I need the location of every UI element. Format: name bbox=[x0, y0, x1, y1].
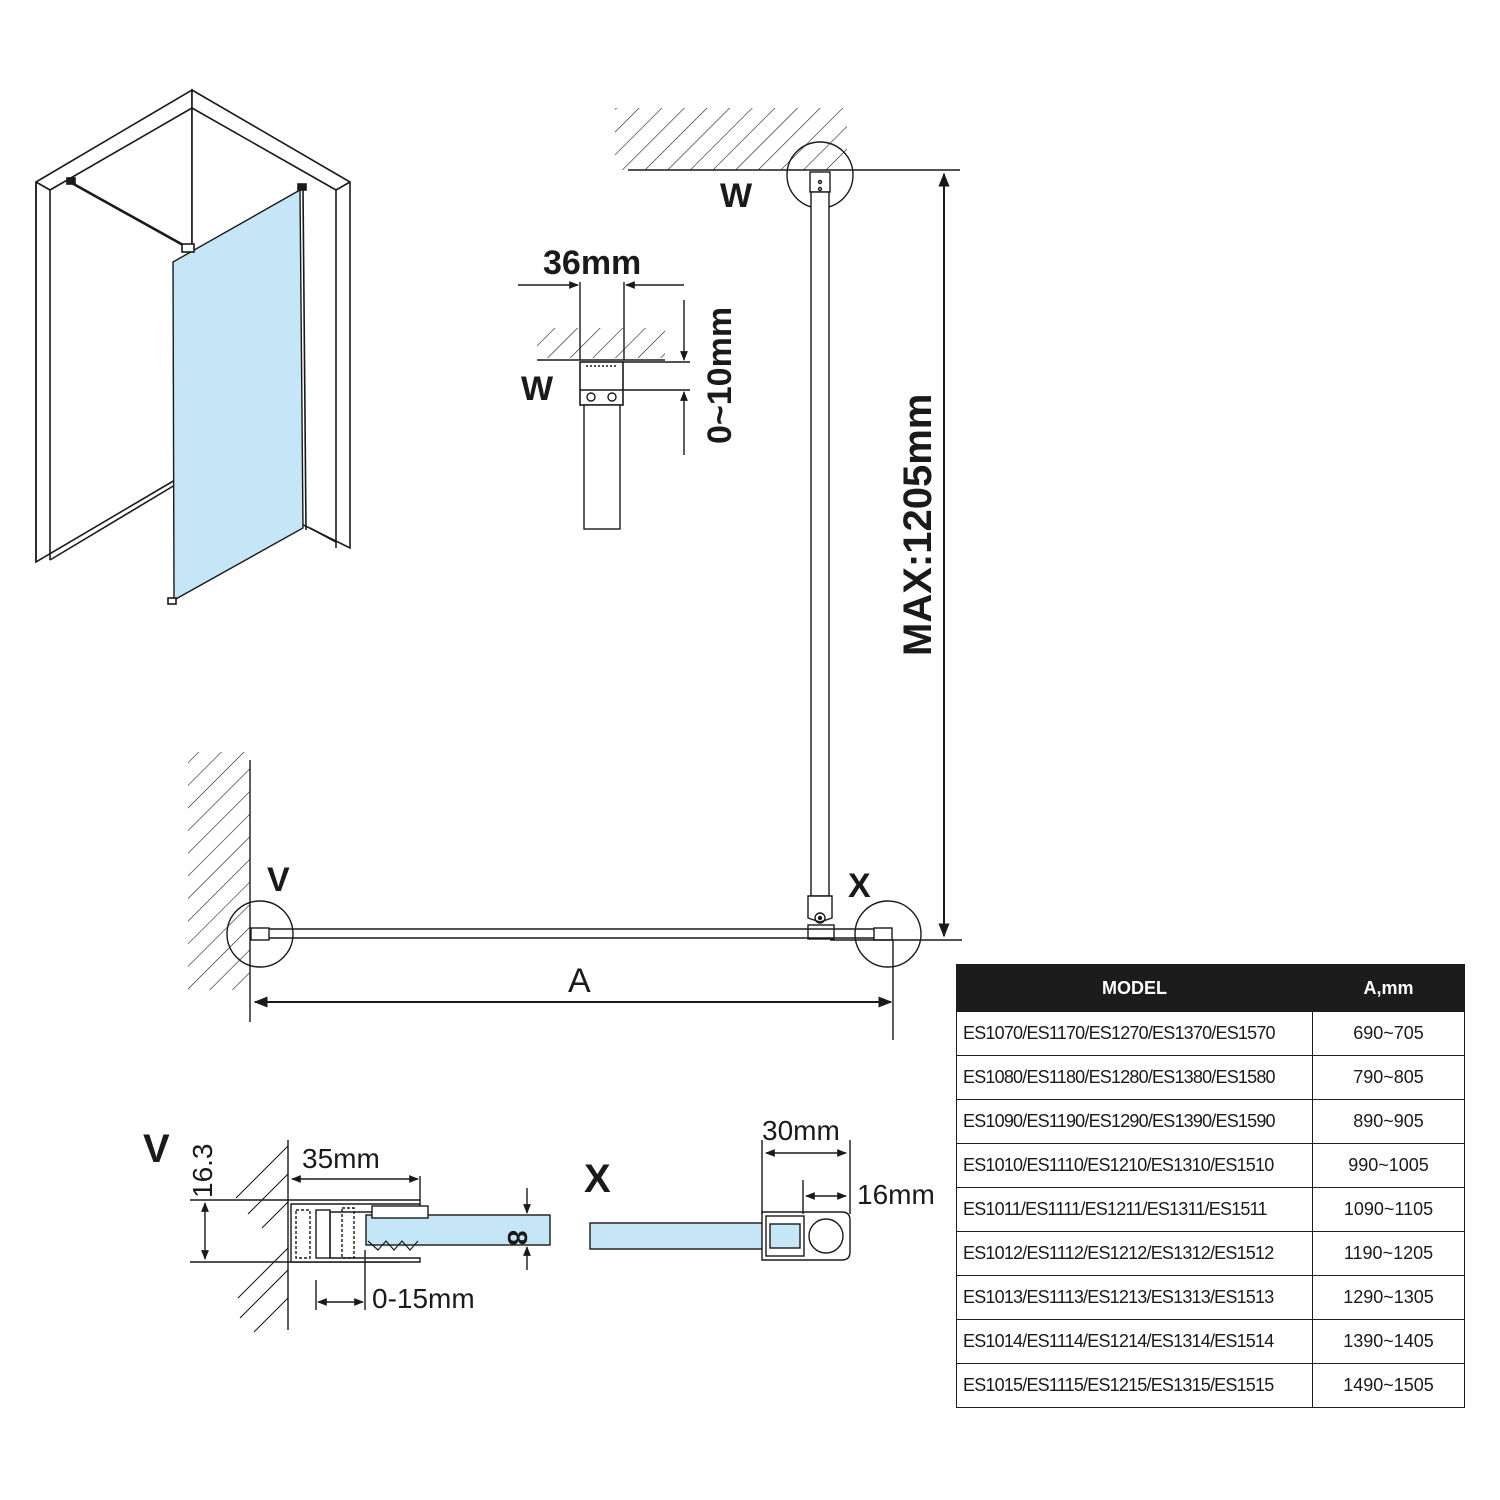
section-v bbox=[190, 1140, 551, 1333]
a-value-cell: 890~905 bbox=[1312, 1099, 1465, 1144]
header-a-mm: A,mm bbox=[1312, 964, 1465, 1012]
model-cell: ES1070/ES1170/ES1270/ES1370/ES1570 bbox=[956, 1011, 1313, 1056]
header-model: MODEL bbox=[956, 964, 1313, 1012]
table-header-row: MODEL A,mm bbox=[956, 964, 1465, 1012]
ceiling-hatch-small bbox=[537, 328, 665, 358]
dim-text-36mm: 36mm bbox=[543, 244, 641, 282]
label-a: A bbox=[568, 962, 591, 1000]
dim-text-16-3: 16.3 bbox=[187, 1144, 218, 1199]
perspective-view bbox=[35, 88, 351, 605]
bracket-post bbox=[583, 404, 621, 530]
label-w-main: W bbox=[720, 177, 753, 215]
section-x bbox=[589, 1140, 851, 1261]
clamp-hole bbox=[808, 1218, 844, 1254]
a-value-cell: 1490~1505 bbox=[1312, 1363, 1465, 1408]
dim-text-35mm: 35mm bbox=[302, 1143, 380, 1174]
model-cell: ES1011/ES1111/ES1211/ES1311/ES1511 bbox=[956, 1187, 1313, 1232]
a-value-cell: 790~805 bbox=[1312, 1055, 1465, 1100]
dim-text-8: 8 bbox=[502, 1230, 533, 1246]
model-cell: ES1080/ES1180/ES1280/ES1380/ES1580 bbox=[956, 1055, 1313, 1100]
detail-circle-v bbox=[226, 900, 294, 968]
bracket-block bbox=[579, 361, 624, 406]
model-cell: ES1015/ES1115/ES1215/ES1315/ES1515 bbox=[956, 1363, 1313, 1408]
model-cell: ES1010/ES1110/ES1210/ES1310/ES1510 bbox=[956, 1143, 1313, 1188]
dim-text-0-10mm: 0~10mm bbox=[701, 307, 739, 444]
model-table: MODEL A,mm ES1070/ES1170/ES1270/ES1370/E… bbox=[956, 964, 1465, 1408]
model-cell: ES1090/ES1190/ES1290/ES1390/ES1590 bbox=[956, 1099, 1313, 1144]
label-x-section: X bbox=[584, 1157, 611, 1201]
a-value-cell: 1090~1105 bbox=[1312, 1187, 1465, 1232]
a-value-cell: 1190~1205 bbox=[1312, 1231, 1465, 1276]
glass-section-v bbox=[365, 1214, 551, 1246]
label-v-main: V bbox=[267, 861, 290, 899]
wall-hatch-v bbox=[236, 1148, 288, 1330]
vertical-arm bbox=[810, 191, 830, 897]
glass-panel bbox=[172, 188, 304, 602]
stabilizer-bar bbox=[69, 180, 193, 252]
dim-text-max: MAX:1205mm bbox=[896, 394, 940, 656]
model-cell: ES1012/ES1112/ES1212/ES1312/ES1512 bbox=[956, 1231, 1313, 1276]
a-value-cell: 990~1005 bbox=[1312, 1143, 1465, 1188]
dim-text-16mm: 16mm bbox=[857, 1179, 935, 1210]
a-value-cell: 690~705 bbox=[1312, 1011, 1465, 1056]
left-wall-hatch bbox=[188, 752, 250, 990]
label-x-main: X bbox=[848, 867, 871, 905]
model-cell: ES1014/ES1114/ES1214/ES1314/ES1514 bbox=[956, 1319, 1313, 1364]
model-cell: ES1013/ES1113/ES1213/ES1313/ES1513 bbox=[956, 1275, 1313, 1320]
bracket-detail bbox=[518, 281, 690, 530]
a-value-cell: 1390~1405 bbox=[1312, 1319, 1465, 1364]
ceiling-hatch bbox=[615, 108, 847, 170]
dim-text-0-15mm: 0-15mm bbox=[372, 1283, 475, 1314]
a-value-cell: 1290~1305 bbox=[1312, 1275, 1465, 1320]
label-w-detail: W bbox=[521, 370, 554, 408]
dim-text-30mm: 30mm bbox=[762, 1115, 840, 1146]
plan-view bbox=[188, 108, 962, 1040]
detail-circle-x bbox=[854, 900, 922, 968]
left-wall bbox=[35, 88, 193, 564]
label-v-section: V bbox=[143, 1127, 170, 1171]
